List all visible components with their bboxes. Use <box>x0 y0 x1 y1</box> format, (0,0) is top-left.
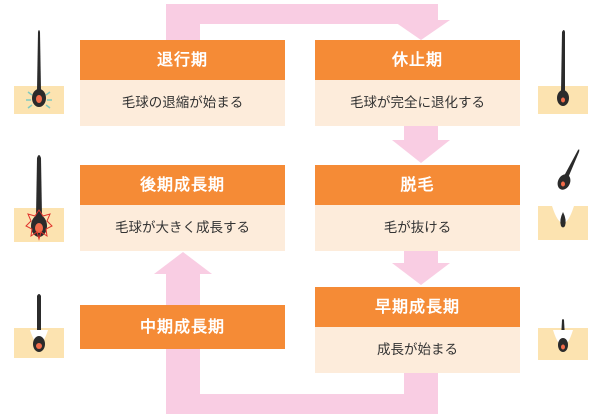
right-arrow-1-shaft <box>404 126 438 142</box>
stage-card-early-anagen: 早期成長期 成長が始まる <box>315 287 520 373</box>
stage-card-late-anagen: 後期成長期 毛球が大きく成長する <box>80 165 285 251</box>
stage-description: 成長が始まる <box>315 327 520 373</box>
stage-title: 中期成長期 <box>80 305 285 349</box>
right-arrowhead-2 <box>392 263 450 285</box>
bottom-arrow-crossbar <box>166 394 438 414</box>
stage-card-telogen: 休止期 毛球が完全に退化する <box>315 40 520 126</box>
stage-title: 退行期 <box>80 40 285 80</box>
stage-title: 休止期 <box>315 40 520 80</box>
stage-card-regression: 退行期 毛球の退縮が始まる <box>80 40 285 126</box>
bottom-arrow-left-riser <box>166 349 200 414</box>
stage-card-shedding: 脱毛 毛が抜ける <box>315 165 520 251</box>
right-arrow-2-shaft <box>404 251 438 265</box>
top-arrow-right-drop <box>404 4 438 22</box>
hair-follicle-early-anagen-icon <box>538 319 588 360</box>
left-arrow-1-shaft <box>166 272 200 305</box>
hair-follicle-late-anagen-icon <box>14 155 64 242</box>
stage-description: 毛が抜ける <box>315 205 520 251</box>
stage-description: 毛球が完全に退化する <box>315 80 520 126</box>
hair-follicle-mid-anagen-icon <box>14 294 64 358</box>
top-arrow-crossbar <box>166 4 438 24</box>
stage-description: 毛球が大きく成長する <box>80 205 285 251</box>
top-arrowhead <box>392 20 450 40</box>
stage-title: 後期成長期 <box>80 165 285 205</box>
stage-card-mid-anagen: 中期成長期 <box>80 305 285 349</box>
hair-follicle-telogen-icon <box>538 30 588 114</box>
right-arrowhead-1 <box>392 140 450 163</box>
stage-title: 脱毛 <box>315 165 520 205</box>
left-arrowhead-1 <box>154 252 212 274</box>
hair-shedding-icon <box>538 149 588 240</box>
stage-title: 早期成長期 <box>315 287 520 327</box>
stage-description: 毛球の退縮が始まる <box>80 80 285 126</box>
hair-follicle-regression-icon <box>14 30 64 114</box>
